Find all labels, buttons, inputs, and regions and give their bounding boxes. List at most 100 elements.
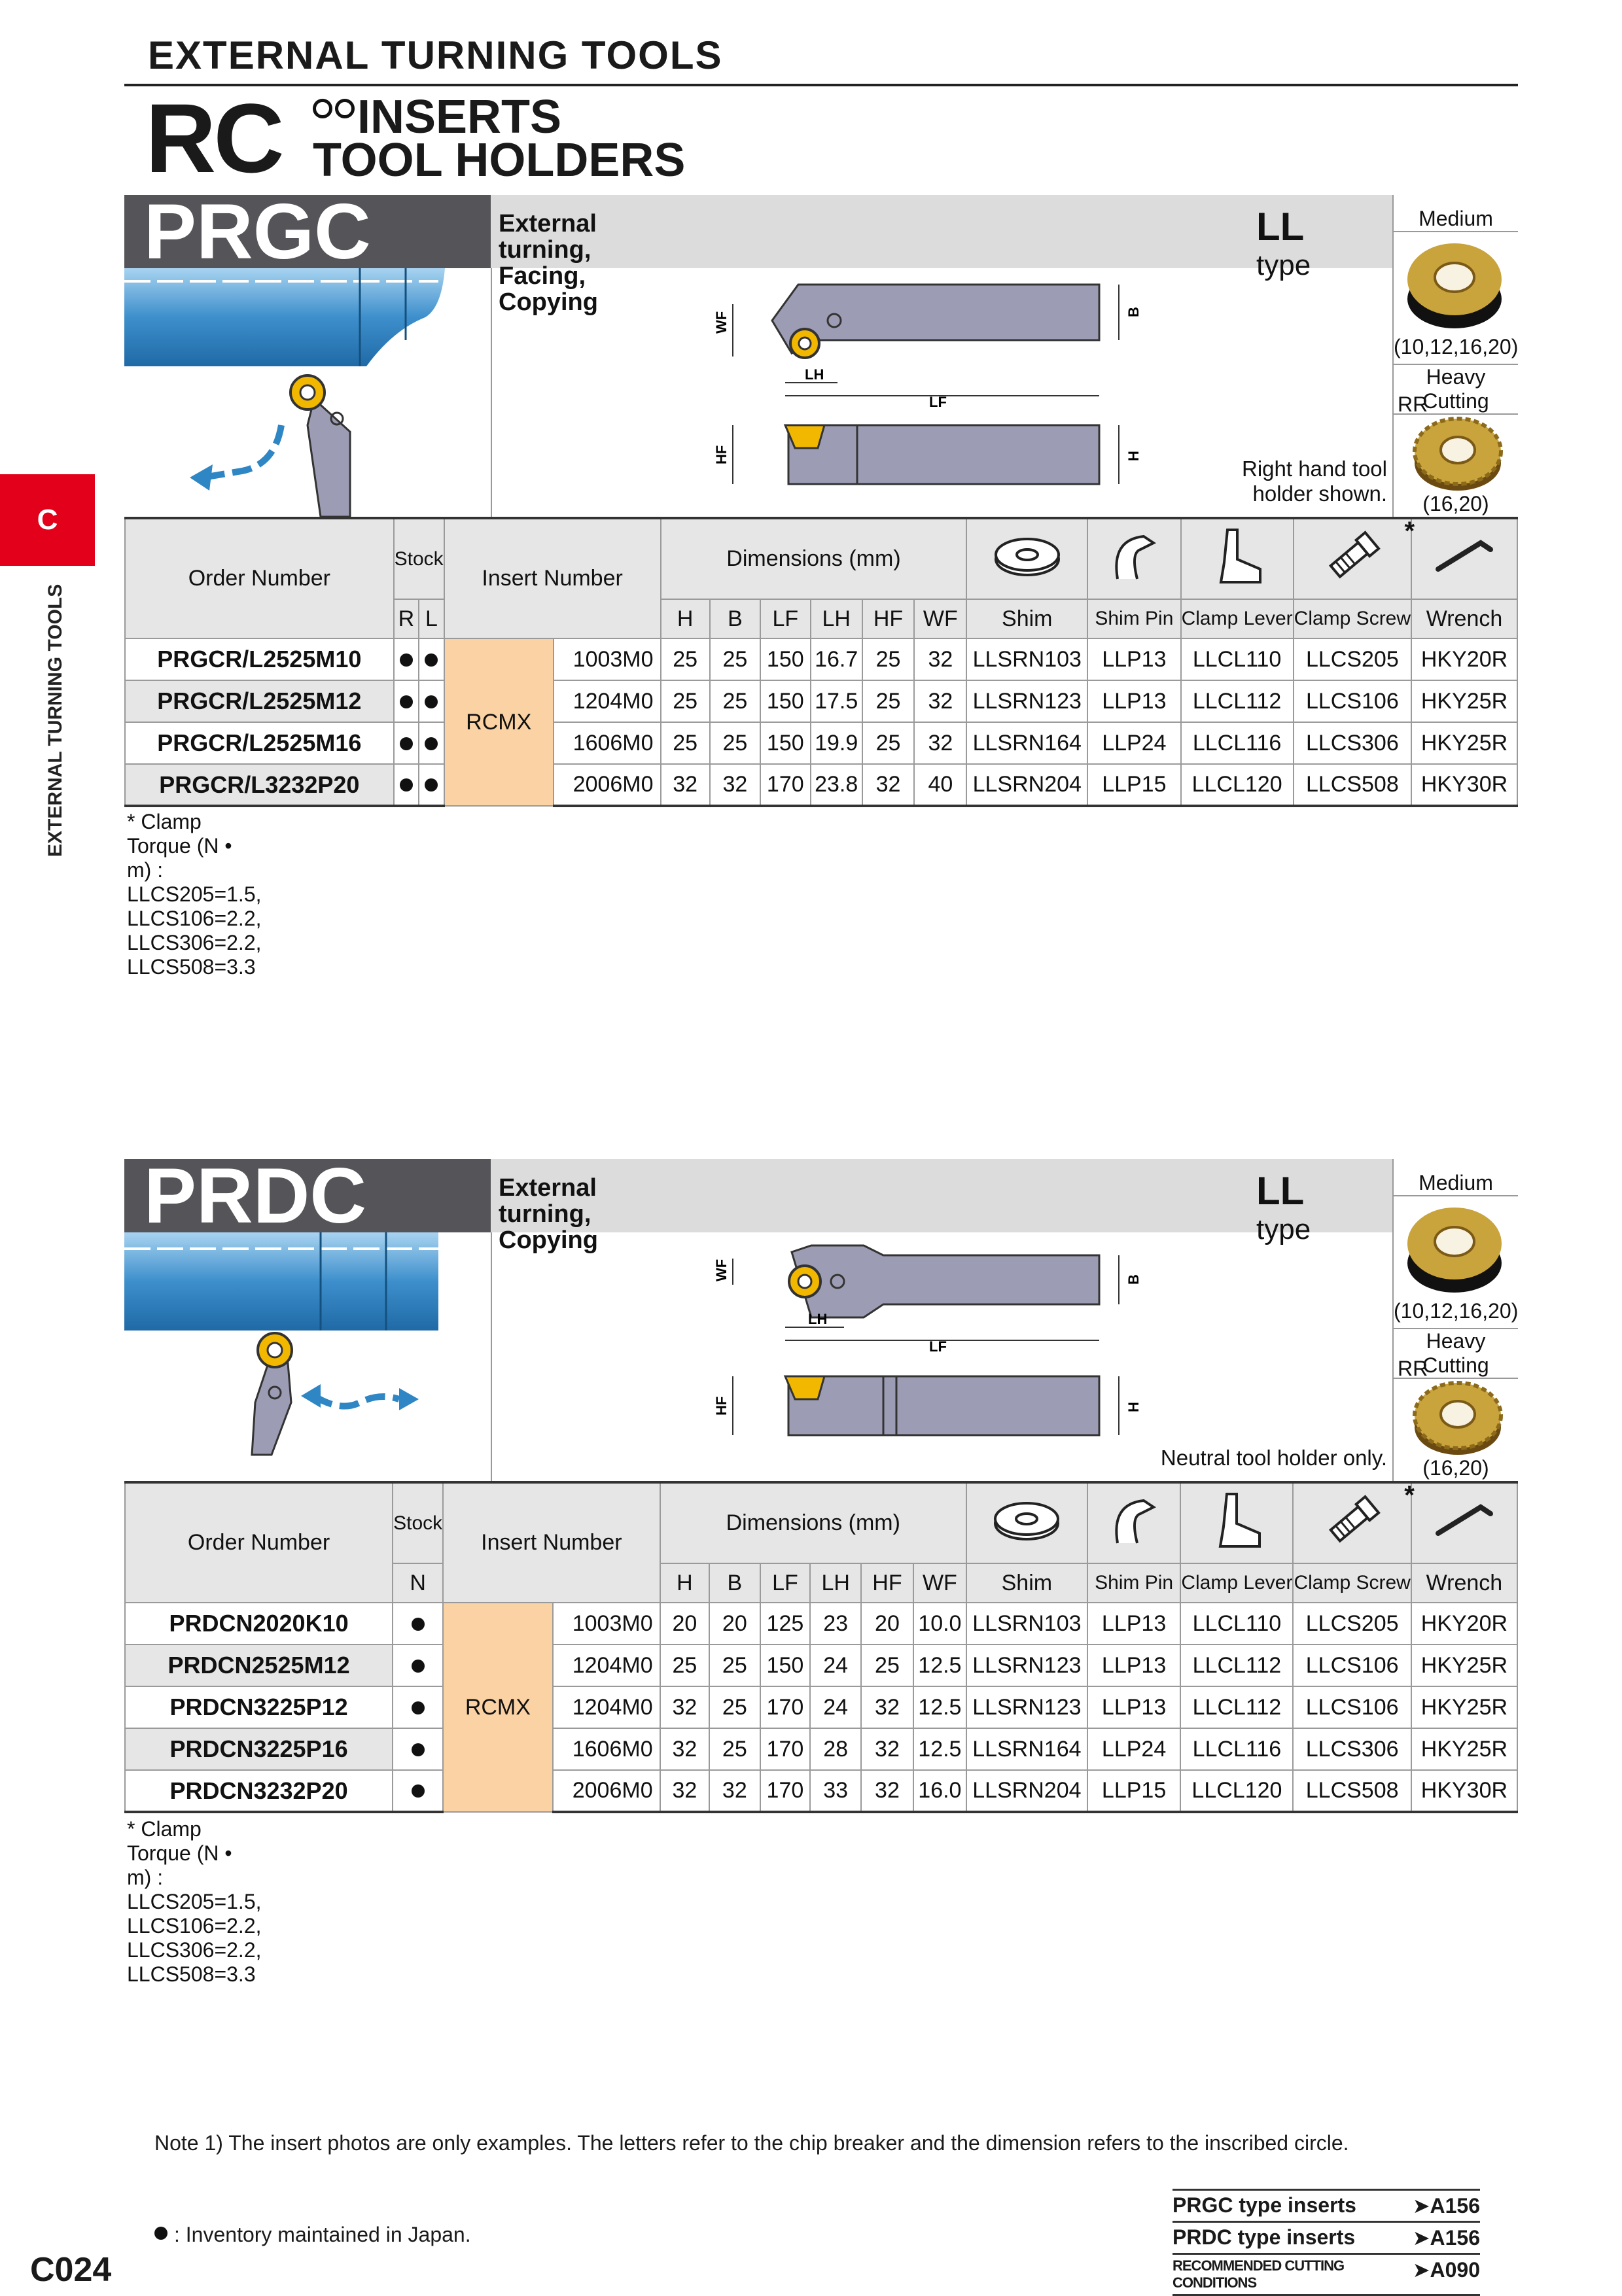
wrench: HKY25R — [1411, 680, 1518, 723]
dim-hf: 25 — [860, 1644, 914, 1687]
stock-r — [393, 722, 420, 765]
wrench-icon — [1410, 1481, 1519, 1564]
insert-photo-heavy — [1413, 1381, 1503, 1455]
order-number-header: Order Number — [124, 1481, 394, 1603]
dim-wf-header: WF — [913, 599, 968, 639]
ref-cutting-conditions[interactable]: RECOMMENDED CUTTING CONDITIONS➤A090 — [1172, 2253, 1480, 2296]
dim-lf-header: LF — [759, 1563, 811, 1603]
table-row: PRDCN3225P12 1204M0 32 25 170 24 32 12.5… — [124, 1686, 1519, 1729]
clamp-lever: LLCL112 — [1180, 1686, 1294, 1729]
prdc-holder-illustration — [124, 1232, 438, 1456]
dim-lh-label: LH — [808, 1311, 827, 1327]
clamp-lever-header: Clamp Lever — [1180, 1563, 1294, 1603]
wrench-header: Wrench — [1410, 1563, 1519, 1603]
inventory-note: : Inventory maintained in Japan. — [154, 2223, 471, 2247]
shim-pin: LLP15 — [1086, 1769, 1182, 1813]
dim-h: 25 — [660, 680, 711, 723]
prgc-dimension-drawing: WF B LH LF HF H — [713, 283, 1142, 485]
clamp-lever-header: Clamp Lever — [1180, 599, 1294, 639]
dim-lf: 170 — [759, 1769, 811, 1813]
shim-header: Shim — [965, 1563, 1088, 1603]
stock-l — [418, 763, 445, 807]
dim-h: 32 — [659, 1769, 711, 1813]
dim-h: 20 — [659, 1602, 711, 1645]
wrench: HKY30R — [1410, 1769, 1519, 1813]
dim-b: 25 — [709, 1686, 761, 1729]
dimensions-header: Dimensions (mm) — [660, 517, 968, 600]
prgc-description: External turning, Facing, Copying — [499, 210, 598, 316]
table-row: PRGCR/L2525M12 1204M0 25 25 150 17.5 25 … — [124, 680, 1518, 723]
dim-lf: 170 — [759, 763, 811, 807]
order-number-header: Order Number — [124, 517, 395, 639]
dim-wf-label: WF — [713, 1259, 730, 1281]
stock-r — [393, 763, 420, 807]
dim-wf: 32 — [913, 638, 968, 681]
insert-number: 1003M0 — [552, 638, 661, 681]
shim-header: Shim — [966, 599, 1089, 639]
order-number: PRGCR/L2525M16 — [124, 722, 395, 765]
prdc-header-band — [491, 1159, 1394, 1232]
dim-lh: 24 — [809, 1644, 862, 1687]
dim-hf: 25 — [861, 722, 915, 765]
prgc-medium-label: Medium — [1394, 207, 1518, 232]
prgc-ll-type: LL type — [1256, 205, 1311, 281]
dim-h: 32 — [659, 1686, 711, 1729]
dim-lh: 19.9 — [809, 722, 863, 765]
dim-b-label: B — [1125, 1274, 1142, 1285]
stock-n — [392, 1769, 444, 1813]
reference-links: PRGC type inserts➤A156 PRDC type inserts… — [1172, 2189, 1480, 2296]
insert-number: 1204M0 — [552, 1644, 661, 1687]
shim: LLSRN123 — [965, 1686, 1088, 1729]
prgc-header-band — [491, 195, 1394, 268]
dim-h-label: H — [1125, 1402, 1142, 1412]
prdc-ll-type: LL type — [1256, 1169, 1311, 1245]
asterisk-mark: * — [1404, 1481, 1415, 1510]
dim-lh-header: LH — [809, 1563, 862, 1603]
dim-hf: 25 — [861, 680, 915, 723]
dim-wf: 16.0 — [912, 1769, 967, 1813]
table-row: PRGCR/L2525M10 RCMX 1003M0 25 25 150 16.… — [124, 638, 1518, 807]
dim-lf: 125 — [759, 1602, 811, 1645]
order-number: PRGCR/L3232P20 — [124, 763, 395, 807]
dim-wf: 40 — [913, 763, 968, 807]
prgc-heavy-code: RR — [1398, 392, 1428, 416]
dim-b: 25 — [709, 1644, 761, 1687]
clamp-screw: LLCS205 — [1292, 1602, 1412, 1645]
dim-wf: 12.5 — [912, 1728, 967, 1771]
insert-group: RCMX — [443, 638, 554, 807]
frame-line — [491, 1232, 492, 1481]
table-row: PRDCN3232P20 2006M0 32 32 170 33 32 16.0… — [124, 1769, 1519, 1813]
stock-n — [392, 1602, 444, 1645]
inserts-label: INSERTS — [357, 91, 562, 143]
dim-lf: 170 — [759, 1728, 811, 1771]
frame-line — [1392, 1159, 1394, 1481]
clamp-lever: LLCL116 — [1180, 722, 1294, 765]
ref-prgc-inserts[interactable]: PRGC type inserts➤A156 — [1172, 2189, 1480, 2221]
prgc-heavy-label: Heavy Cutting — [1394, 364, 1518, 415]
dim-hf-header: HF — [860, 1563, 914, 1603]
shim: LLSRN103 — [966, 638, 1089, 681]
prdc-medium-sizes: (10,12,16,20) — [1394, 1299, 1519, 1323]
stock-r-header: R — [393, 599, 420, 639]
clamp-screw-header: Clamp Screw — [1292, 599, 1413, 639]
dim-h-header: H — [659, 1563, 711, 1603]
section-tab[interactable]: C — [0, 474, 95, 566]
prgc-torque-note: * Clamp Torque (N • m) : LLCS205=1.5, LL… — [127, 810, 262, 979]
dim-wf: 32 — [913, 722, 968, 765]
stock-r — [393, 680, 420, 723]
dim-lh: 28 — [809, 1728, 862, 1771]
stock-n — [392, 1644, 444, 1687]
shim: LLSRN123 — [966, 680, 1089, 723]
dim-lh: 23.8 — [809, 763, 863, 807]
dim-lh-header: LH — [809, 599, 863, 639]
dim-lf-label: LF — [929, 1338, 947, 1355]
header-divider — [124, 84, 1518, 86]
prdc-note: Neutral tool holder only. — [1160, 1446, 1387, 1470]
stock-n — [392, 1686, 444, 1729]
insert-number-header: Insert Number — [442, 1481, 661, 1603]
order-number: PRGCR/L2525M12 — [124, 680, 395, 723]
shim-pin: LLP13 — [1086, 1602, 1182, 1645]
prdc-description: External turning, Copying — [499, 1174, 598, 1254]
order-number: PRDCN3232P20 — [124, 1769, 394, 1813]
ref-prdc-inserts[interactable]: PRDC type inserts➤A156 — [1172, 2221, 1480, 2253]
